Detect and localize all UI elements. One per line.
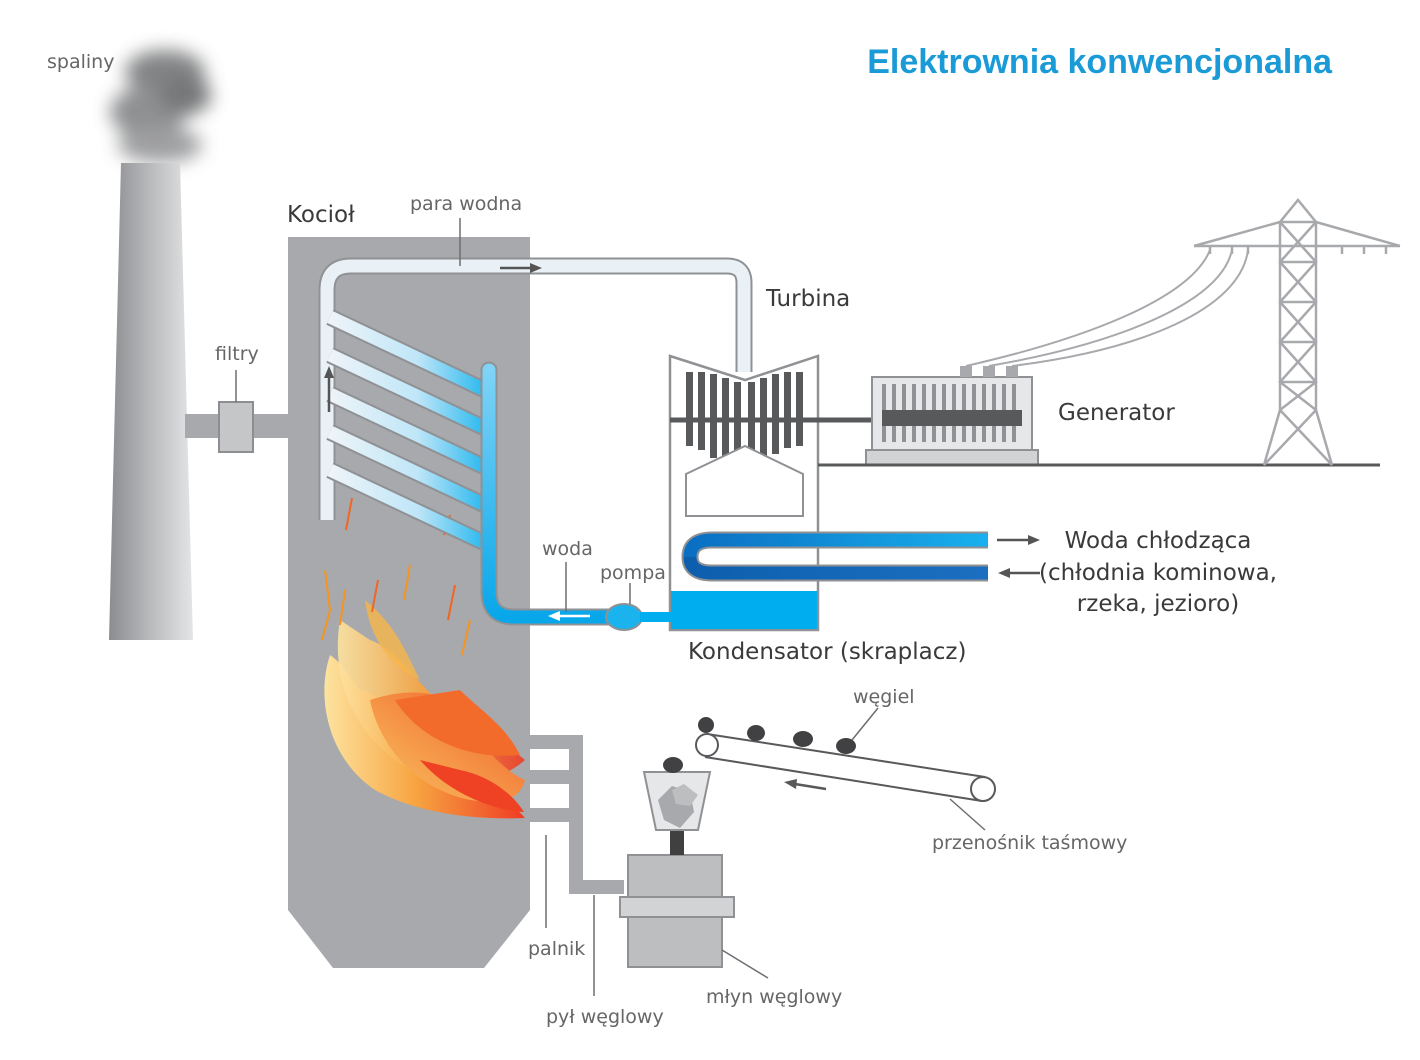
burner-pipes <box>530 735 624 894</box>
smoke-icon <box>110 50 211 163</box>
label-mlyn-weglowy: młyn węglowy <box>706 986 842 1008</box>
pylon-icon <box>1193 198 1401 466</box>
label-para-wodna: para wodna <box>410 193 522 215</box>
label-filtry: filtry <box>215 343 259 365</box>
arrow-left-icon <box>548 611 590 621</box>
label-woda-chlodzaca-3: rzeka, jezioro) <box>1077 591 1239 617</box>
filter-unit <box>218 401 254 453</box>
coal-mill <box>619 830 735 968</box>
label-kociol: Kocioł <box>287 202 355 228</box>
diagram-title: Elektrownia konwencjonalna <box>867 43 1333 81</box>
conveyor-leader <box>949 798 986 831</box>
arrow-right-icon <box>500 263 542 273</box>
label-turbina: Turbina <box>765 286 850 312</box>
coal-hopper <box>642 757 712 831</box>
label-pyl-weglowy: pył węglowy <box>546 1006 664 1028</box>
arrow-up-icon <box>324 366 334 412</box>
turbine-exhaust <box>685 444 804 517</box>
label-woda-chlodzaca-2: (chłodnia kominowa, <box>1039 560 1277 586</box>
conveyor-belt <box>695 733 996 802</box>
pump <box>605 603 643 631</box>
boiler-tubes <box>318 257 753 626</box>
label-woda-chlodzaca: Woda chłodząca <box>1065 528 1252 554</box>
label-pompa: pompa <box>600 562 666 584</box>
arrow-left-icon <box>998 568 1040 578</box>
flame-icon <box>321 497 525 819</box>
generator <box>865 366 1039 466</box>
label-woda: woda <box>542 538 593 560</box>
label-spaliny: spaliny <box>47 51 114 73</box>
label-wegiel: węgiel <box>853 686 915 708</box>
power-lines <box>965 249 1249 367</box>
arrow-right-icon <box>997 535 1040 545</box>
label-generator: Generator <box>1058 400 1175 426</box>
coal-lumps <box>698 717 856 754</box>
condenser-water <box>671 591 817 629</box>
label-palnik: palnik <box>528 938 585 960</box>
coal-leader <box>851 707 879 741</box>
chimney <box>109 163 193 640</box>
label-kondensator: Kondensator (skraplacz) <box>688 639 966 665</box>
mill-leader <box>721 949 769 979</box>
arrow-left-icon <box>784 779 827 791</box>
label-przenosnik: przenośnik taśmowy <box>932 832 1127 854</box>
